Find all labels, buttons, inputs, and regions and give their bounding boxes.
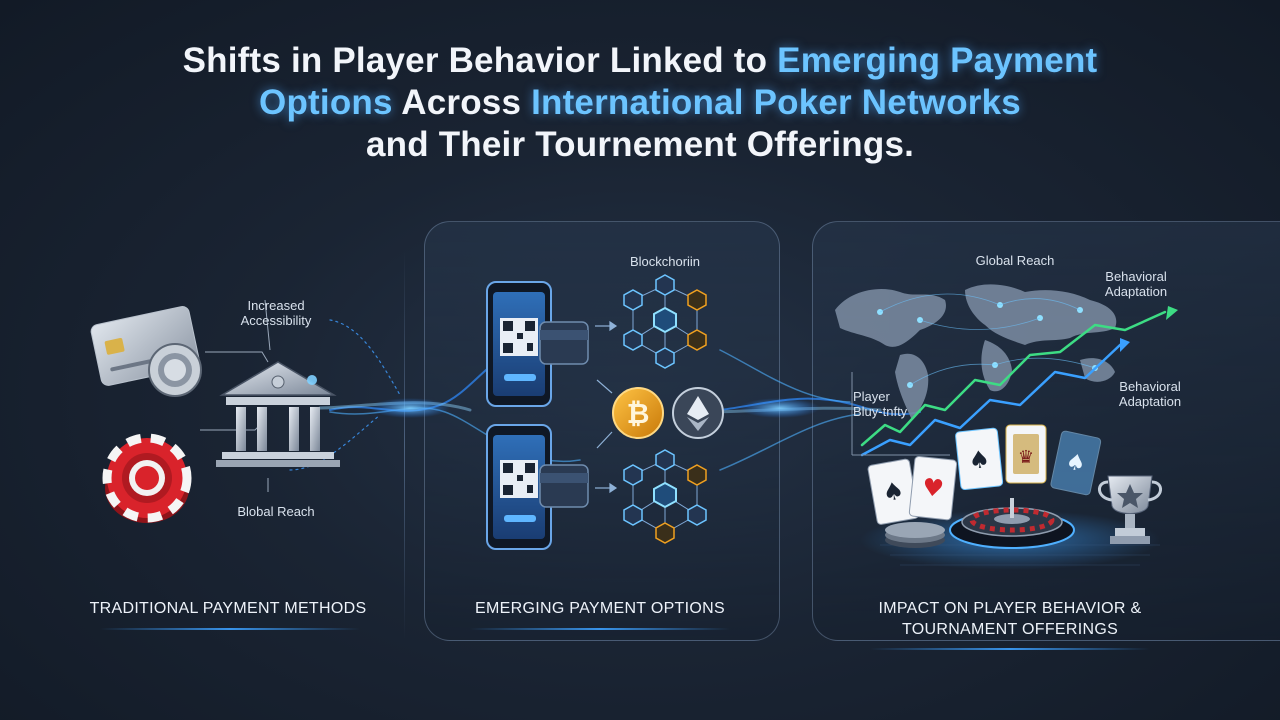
title-text: Shifts in Player Behavior Linked to [182, 41, 778, 80]
svg-text:♠: ♠ [967, 445, 991, 475]
emerging-panel [424, 221, 780, 641]
svg-text:♥: ♥ [921, 473, 945, 503]
label-blockchain: Blockchoriin [629, 254, 701, 269]
svg-text:₿: ₿ [627, 397, 650, 430]
wallet-icon [539, 321, 589, 365]
section-traditional: TRADITIONAL PAYMENT METHODS [89, 600, 367, 617]
stream-glow [370, 398, 450, 418]
light-streams [289, 319, 921, 471]
section-impact-line1: IMPACT ON PLAYER BEHAVIOR & [878, 600, 1142, 617]
title-highlight: Emerging Payment [777, 41, 1098, 80]
stream-glow [740, 398, 820, 418]
section-underline [100, 628, 360, 630]
label-player: Player Bluy-tnfty [853, 389, 908, 419]
section-underline [870, 648, 1150, 650]
bitcoin-icon: ₿ [612, 387, 664, 439]
roulette-icon [949, 498, 1075, 549]
smartphone-qr-icon [486, 424, 552, 550]
bank-icon [216, 361, 340, 467]
wallet-icon [539, 464, 589, 508]
section-impact-line2: TOURNAMENT OFFERINGS [901, 621, 1119, 638]
section-emerging: EMERGING PAYMENT OPTIONS [475, 600, 725, 617]
ethereum-icon [672, 387, 724, 439]
poker-chip-icon [102, 433, 192, 523]
map-links [879, 293, 1096, 386]
page-title: Shifts in Player Behavior Linked to Emer… [0, 40, 1280, 166]
label-blobal-reach: Blobal Reach [237, 504, 315, 519]
label-behavioral-adaptation-bottom: Behavioral Adaptation [1118, 379, 1182, 409]
poker-chip-icon [148, 343, 202, 397]
section-underline [470, 628, 730, 630]
poker-chip-icon [885, 522, 945, 548]
divider [404, 250, 405, 640]
blockchain-nodes [623, 449, 707, 544]
label-global-reach: Global Reach [975, 253, 1055, 268]
smartphone-qr-icon [486, 281, 552, 407]
title-text: Across [392, 83, 532, 122]
growth-chart-icon [860, 310, 1167, 457]
label-behavioral-adaptation-top: Behavioral Adaptation [1104, 269, 1168, 299]
svg-text:♛: ♛ [1018, 447, 1034, 468]
title-highlight: International Poker Networks [531, 83, 1021, 122]
svg-text:♠: ♠ [880, 476, 906, 507]
title-text: and Their Tournement Offerings. [365, 125, 915, 164]
world-map-icon [835, 284, 1117, 420]
arrows [595, 320, 618, 494]
blockchain-nodes [623, 274, 707, 369]
trophy-icon [1098, 475, 1162, 544]
label-increased-accessibility: Increased Accessibility [240, 298, 312, 328]
playing-cards-icon: ♠ ♥ ♠ ♛ ♠ [867, 424, 1102, 525]
title-highlight: Options [259, 83, 393, 122]
